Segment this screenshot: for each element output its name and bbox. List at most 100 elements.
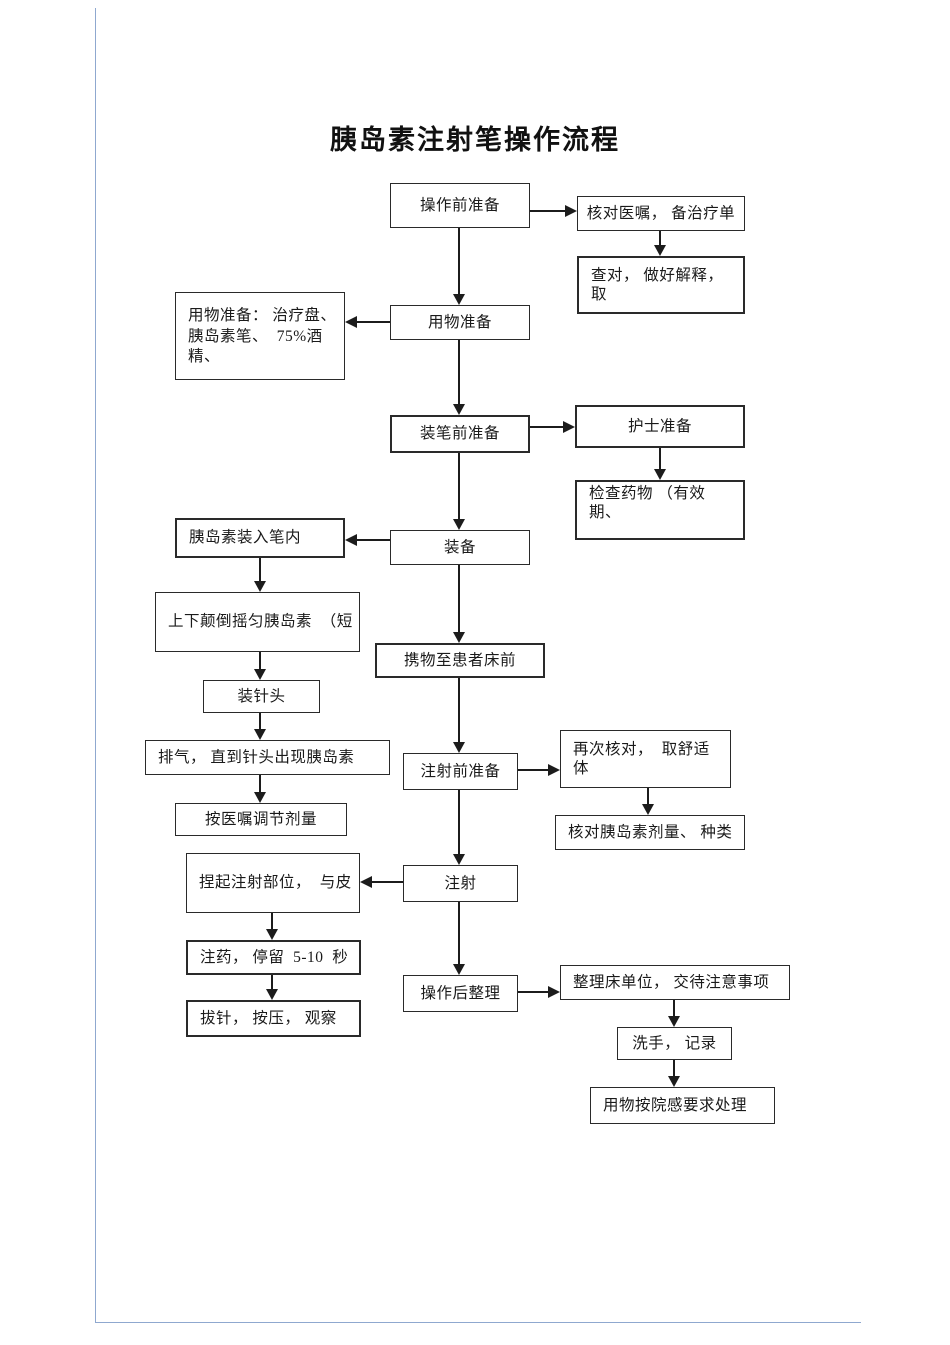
arrowhead-down-icon (266, 929, 278, 940)
flow-node-label: 胰岛素装入笔内 (189, 529, 302, 547)
flow-node-pre-injection: 注射前准备 (403, 753, 518, 790)
flow-node-label: 洗手， 记录 (632, 1034, 717, 1052)
arrowhead-down-icon (654, 469, 666, 480)
flow-node-label: 装笔前准备 (419, 425, 500, 443)
connector-pen-prep-to-assemble (458, 453, 460, 519)
flow-node-supplies-prep: 用物准备 (390, 305, 530, 340)
arrowhead-left-icon (360, 876, 372, 888)
arrowhead-down-icon (453, 294, 465, 305)
flow-node-label: 操作后整理 (420, 984, 501, 1002)
page-guide-bottom (95, 1322, 861, 1323)
flow-node-pinch-site: 捏起注射部位， 与皮 (186, 853, 360, 913)
arrowhead-down-icon (654, 245, 666, 256)
arrowhead-down-icon (254, 669, 266, 680)
flow-node-label-line1: 用物准备： 治疗盘、 (188, 307, 337, 324)
flow-node-label: 排气， 直到针头出现胰岛素 (158, 748, 355, 766)
flow-node-label: 上下颠倒摇匀胰岛素 （短 (168, 613, 353, 631)
connector-wash-record-to-waste-disposal (673, 1060, 675, 1076)
page-title: 胰岛素注射笔操作流程 (330, 125, 620, 155)
connector-pinch-site-to-hold-seconds (271, 913, 273, 929)
connector-supplies-prep-to-pen-prep (458, 340, 460, 404)
arrowhead-down-icon (668, 1076, 680, 1087)
flow-node-label: 注射 (444, 874, 477, 892)
connector-mix-insulin-to-attach-needle (259, 652, 261, 669)
connector-inject-to-post-op (458, 902, 460, 964)
flow-node-label: 装针头 (237, 687, 286, 705)
arrowhead-down-icon (266, 989, 278, 1000)
flow-node-hold-seconds: 注药， 停留 5-10 秒 (186, 940, 361, 975)
connector-pen-prep-to-nurse-prep (530, 426, 564, 428)
flow-node-label: 按医嘱调节剂量 (204, 810, 317, 828)
flow-node-label: 用物按院感要求处理 (603, 1096, 748, 1114)
arrowhead-down-icon (453, 964, 465, 975)
arrowhead-right-icon (548, 986, 560, 998)
arrowhead-right-icon (548, 764, 560, 776)
connector-insulin-into-pen-to-mix-insulin (259, 558, 261, 581)
connector-hold-seconds-to-withdraw-needle (271, 975, 273, 989)
flow-node-wash-record: 洗手， 记录 (617, 1027, 732, 1060)
arrowhead-down-icon (453, 742, 465, 753)
connector-pre-injection-to-recheck-comfort (518, 769, 548, 771)
flow-node-verify-explain: 查对， 做好解释， 取 (577, 256, 745, 314)
flow-node-label: 装备 (443, 538, 476, 556)
flow-node-carry-to-bed: 携物至患者床前 (375, 643, 545, 678)
arrowhead-down-icon (453, 519, 465, 530)
arrowhead-down-icon (453, 404, 465, 415)
arrowhead-down-icon (642, 804, 654, 815)
connector-prime-air-to-set-dose (259, 775, 261, 792)
flow-node-insulin-into-pen: 胰岛素装入笔内 (175, 518, 345, 558)
flow-node-label: 检查药物 （有效期、 (589, 484, 706, 521)
flow-node-label: 再次核对， 取舒适体 (573, 740, 710, 777)
flow-node-label-line2: 胰岛素笔、 75%酒精、 (188, 328, 323, 365)
flow-node-label: 注药， 停留 5-10 秒 (200, 948, 349, 966)
flow-node-label: 携物至患者床前 (403, 651, 516, 669)
connector-supplies-prep-to-supplies-detail (356, 321, 390, 323)
flow-node-label: 用物准备 (427, 313, 492, 331)
flow-node-op-prep: 操作前准备 (390, 183, 530, 228)
flow-node-withdraw-needle: 拔针， 按压， 观察 (186, 1000, 361, 1037)
flow-node-label: 注射前准备 (420, 762, 501, 780)
flow-node-check-order: 核对医嘱， 备治疗单 (577, 196, 745, 231)
arrowhead-right-icon (563, 421, 575, 433)
arrowhead-down-icon (453, 854, 465, 865)
flow-node-label: 整理床单位， 交待注意事项 (573, 973, 770, 991)
flow-node-inject: 注射 (403, 865, 518, 902)
flow-node-attach-needle: 装针头 (203, 680, 320, 713)
connector-attach-needle-to-prime-air (259, 713, 261, 729)
arrowhead-down-icon (453, 632, 465, 643)
connector-tidy-bed-to-wash-record (673, 1000, 675, 1016)
flow-node-label: 操作前准备 (419, 196, 500, 214)
arrowhead-down-icon (668, 1016, 680, 1027)
connector-inject-to-pinch-site (372, 881, 403, 883)
flow-node-nurse-prep: 护士准备 (575, 405, 745, 448)
flow-node-label: 捏起注射部位， 与皮 (199, 874, 352, 892)
connector-check-order-to-verify-explain (659, 231, 661, 246)
arrowhead-left-icon (345, 534, 357, 546)
flow-node-post-op: 操作后整理 (403, 975, 518, 1012)
flow-node-label: 拔针， 按压， 观察 (200, 1009, 337, 1027)
connector-op-prep-to-check-order (530, 210, 566, 212)
flow-node-label: 护士准备 (627, 417, 692, 435)
flow-node-label: 核对胰岛素剂量、 种类 (568, 823, 733, 841)
page-guide-left (95, 8, 96, 1323)
flow-node-supplies-detail: 用物准备： 治疗盘、 胰岛素笔、 75%酒精、 (175, 292, 345, 380)
flow-node-verify-dose: 核对胰岛素剂量、 种类 (555, 815, 745, 850)
flow-node-recheck-comfort: 再次核对， 取舒适体 (560, 730, 731, 788)
flow-node-pen-prep: 装笔前准备 (390, 415, 530, 453)
connector-op-prep-to-supplies-prep (458, 228, 460, 295)
connector-post-op-to-tidy-bed (518, 991, 548, 993)
flow-node-waste-disposal: 用物按院感要求处理 (590, 1087, 775, 1124)
connector-carry-to-bed-to-pre-injection (458, 678, 460, 742)
arrowhead-down-icon (254, 729, 266, 740)
flow-node-set-dose: 按医嘱调节剂量 (175, 803, 347, 836)
flow-node-tidy-bed: 整理床单位， 交待注意事项 (560, 965, 790, 1000)
arrowhead-down-icon (254, 581, 266, 592)
flow-node-label: 核对医嘱， 备治疗单 (586, 204, 736, 222)
flow-node-label: 查对， 做好解释， 取 (591, 266, 728, 303)
connector-assemble-to-carry-to-bed (458, 565, 460, 632)
flow-node-prime-air: 排气， 直到针头出现胰岛素 (145, 740, 390, 775)
arrowhead-down-icon (254, 792, 266, 803)
connector-recheck-comfort-to-verify-dose (647, 788, 649, 804)
connector-nurse-prep-to-check-drug (659, 448, 661, 469)
